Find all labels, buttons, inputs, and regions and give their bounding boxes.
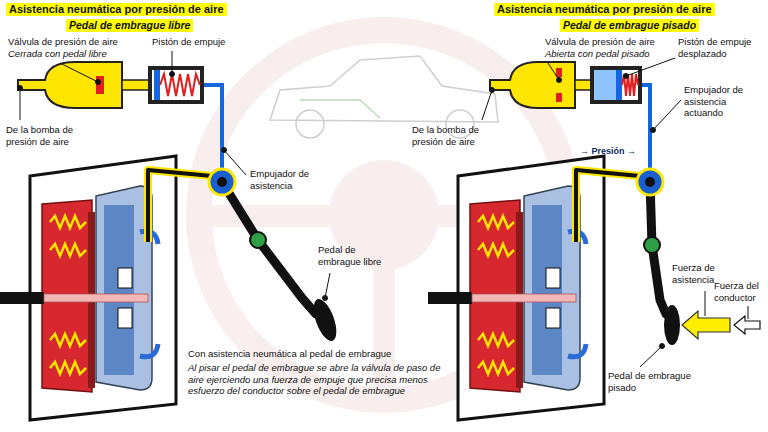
leader-line [748, 306, 749, 319]
leader-dot [660, 344, 665, 349]
clutch-assembly-left [0, 156, 212, 420]
assist-pivot-center [217, 177, 227, 187]
panel-subtitle: Pedal de embrague pisado [560, 19, 699, 32]
air-valve-open [556, 93, 562, 102]
air-valve-open [556, 68, 562, 77]
pressure-chamber [594, 70, 616, 100]
assist-pivot [209, 169, 235, 195]
assist-pivot [637, 169, 663, 195]
leader-line [640, 346, 662, 367]
panel-heading: Asistencia neumática por presión de aire [6, 3, 227, 16]
piston-spring [160, 74, 200, 96]
leader-dot [96, 80, 101, 85]
leader-dot [222, 148, 227, 153]
part-label: De la bomba de presión de aire [6, 124, 84, 147]
state-note: Cerrada con pedal libre [8, 48, 107, 60]
piston-housing [148, 66, 204, 104]
piston [616, 70, 622, 100]
leader-line [482, 90, 492, 120]
part-label: Pistón de empuje desplazado [678, 36, 762, 59]
lever-pivot [644, 237, 660, 253]
leader-line [705, 291, 706, 316]
leader-dot [170, 72, 175, 77]
assist-pivot-center [645, 177, 655, 187]
state-note: Abierta con pedal pisado [545, 48, 650, 60]
piston [154, 70, 160, 100]
assist-rod [642, 85, 650, 170]
part-label: Válvula de presión de aire [545, 36, 655, 48]
assist-rod [204, 85, 222, 170]
truck-body [270, 56, 498, 122]
air-valve-body [490, 62, 575, 108]
leader-line [325, 273, 330, 298]
assist-force-arrow [682, 311, 730, 339]
air-valve-body [18, 62, 122, 108]
pressure-label: → Presión → [580, 146, 636, 157]
leader-line [60, 63, 98, 82]
panel-subtitle: Pedal de embrague libre [66, 19, 193, 32]
leader-dot [18, 86, 23, 91]
caption-heading: Con asistencia neumática al pedal de emb… [188, 348, 391, 360]
air-tube [575, 80, 592, 90]
truck-linkage [300, 100, 380, 118]
leader-dot [557, 78, 562, 83]
leader-line [548, 63, 559, 80]
air-valve-closed [96, 76, 104, 94]
driver-force-arrow [734, 316, 760, 334]
part-label: Empujador de asistencia [250, 168, 330, 191]
part-label: Pedal de embrague libre [318, 244, 398, 267]
clutch-pedal [309, 296, 341, 344]
piston-chamber [152, 70, 200, 100]
leader-dot [624, 74, 629, 79]
part-label: De la bomba de presión de aire [412, 124, 490, 147]
leader-lines [18, 51, 749, 367]
truck-wheel [296, 110, 324, 138]
clutch-pedal [664, 305, 680, 345]
piston-spring [622, 74, 638, 96]
pedal-lever [222, 182, 316, 314]
force-label: Fuerza del conductor [714, 280, 764, 303]
lever-pivot [250, 232, 266, 248]
leader-line [653, 100, 681, 130]
part-label: Válvula de presión de aire [8, 36, 118, 48]
part-label: Pistón de empuje [152, 36, 225, 48]
leader-dot [651, 128, 656, 133]
panel-heading: Asistencia neumática por presión de aire [494, 3, 715, 16]
leader-line [172, 51, 173, 74]
leader-line [626, 58, 675, 76]
caption-text: Al pisar el pedal de embrague se abre la… [188, 362, 450, 397]
air-tube [122, 80, 150, 90]
part-label: Empujador de asistencia actuando [684, 84, 762, 119]
leader-line [20, 88, 21, 120]
piston-housing [590, 66, 642, 104]
leader-dot [490, 88, 495, 93]
leader-dot [323, 296, 328, 301]
leader-line [224, 150, 246, 175]
part-label: Pedal de embrague pisado [608, 370, 692, 393]
